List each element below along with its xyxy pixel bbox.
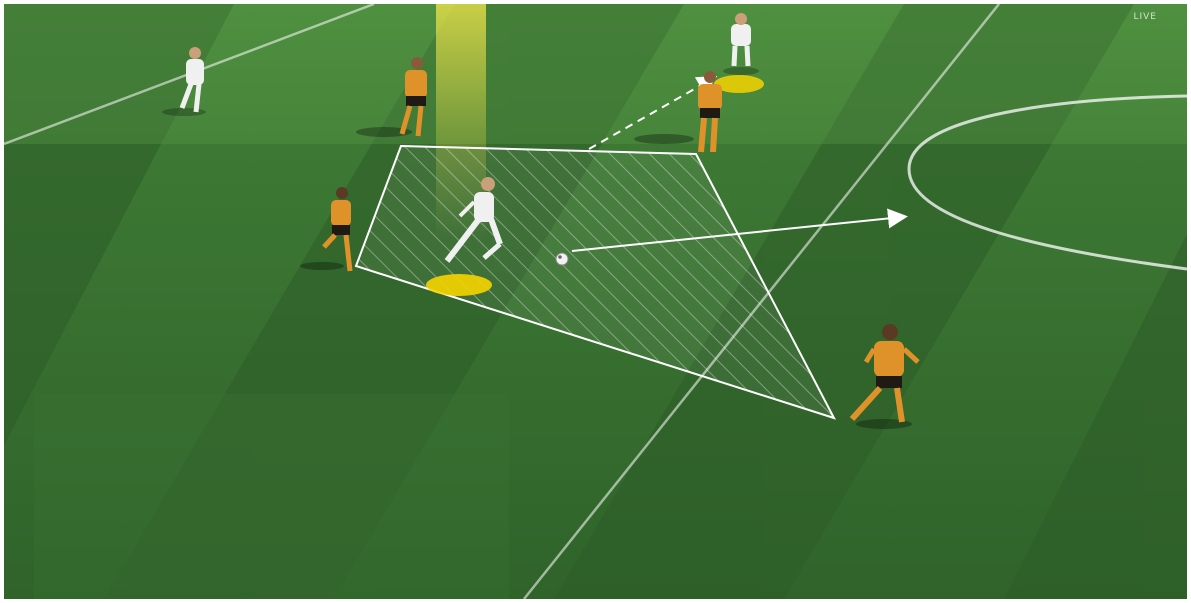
highlight-ring-ball-carrier bbox=[426, 274, 492, 296]
player-away-2 bbox=[634, 71, 722, 153]
player-home-ball-carrier bbox=[444, 177, 503, 263]
run-arrow-icon bbox=[588, 76, 718, 150]
shaded-area bbox=[34, 394, 509, 599]
sunlit-area bbox=[4, 4, 1187, 144]
centre-circle bbox=[907, 94, 1187, 271]
player-home-2 bbox=[723, 13, 759, 75]
broadcast-frame: LIVE bbox=[4, 4, 1187, 599]
player-away-4 bbox=[849, 324, 920, 429]
player-home-1 bbox=[162, 47, 206, 116]
football-icon bbox=[555, 252, 569, 266]
player-away-1 bbox=[356, 57, 427, 137]
pitch-scene bbox=[4, 4, 1187, 599]
player-away-3 bbox=[300, 187, 353, 272]
pass-arrow-icon bbox=[571, 208, 908, 252]
live-indicator: LIVE bbox=[1133, 12, 1157, 22]
highlight-ring-target bbox=[714, 75, 764, 93]
